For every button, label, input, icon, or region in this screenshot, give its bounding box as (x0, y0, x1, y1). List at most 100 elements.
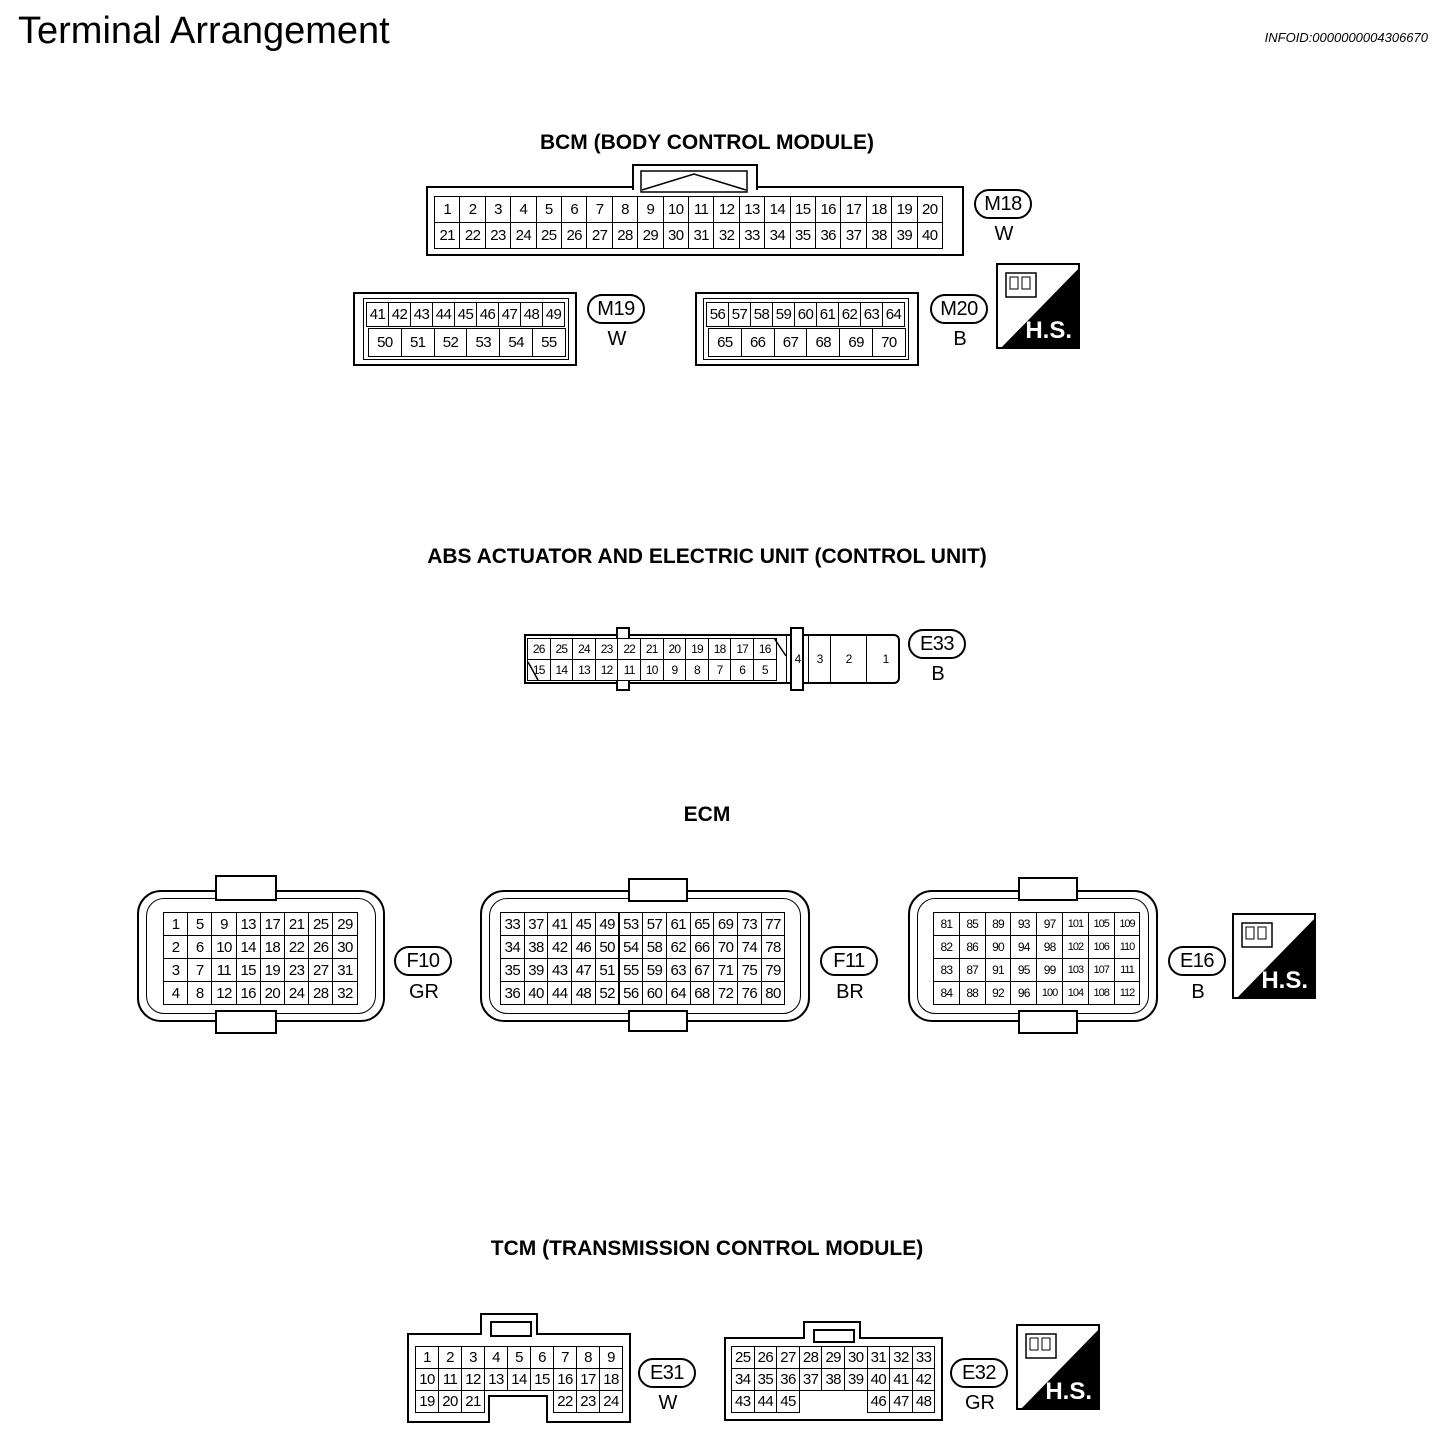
hs-symbol: H.S. (996, 263, 1080, 349)
pin-e32-46: 46 (866, 1390, 891, 1413)
pin-e16-109: 109 (1113, 912, 1141, 936)
pin-f10-23: 23 (284, 958, 310, 982)
pin-f10-30: 30 (332, 935, 358, 959)
connector-e32-color: GR (965, 1392, 995, 1414)
pin-f10-16: 16 (235, 981, 261, 1005)
pin-m18-18: 18 (865, 196, 893, 223)
pin-e32-36: 36 (776, 1368, 800, 1391)
pin-m18-12: 12 (713, 196, 740, 223)
pin-m19-44: 44 (432, 302, 455, 327)
pin-e31-23: 23 (576, 1390, 600, 1413)
pin-f10-4: 4 (163, 981, 189, 1005)
pin-f10-17: 17 (259, 912, 285, 936)
pin-e32-44: 44 (753, 1390, 778, 1413)
pin-m20-66: 66 (740, 328, 775, 357)
pin-e32-31: 31 (866, 1346, 891, 1369)
pin-f11-46: 46 (571, 935, 596, 959)
pin-e16-101: 101 (1062, 912, 1089, 936)
pin-e31-15: 15 (530, 1368, 554, 1391)
pin-f11-42: 42 (547, 935, 573, 959)
info-id: INFOID:0000000004306670 (1264, 30, 1428, 45)
connector-f10-latch-bottom (215, 1010, 277, 1034)
pin-f11-67: 67 (689, 958, 715, 982)
connector-f10-color: GR (409, 981, 439, 1003)
pin-e32-39: 39 (844, 1368, 868, 1391)
section-title-ecm: ECM (683, 803, 731, 826)
connector-e33-slash-marks (527, 637, 787, 681)
pin-m20-70: 70 (872, 328, 906, 357)
connector-e31-color: W (658, 1392, 678, 1414)
hs-label: H.S. (1025, 317, 1072, 344)
pin-m20-64: 64 (882, 302, 905, 327)
pin-f10-5: 5 (187, 912, 213, 936)
pin-f11-80: 80 (760, 981, 786, 1005)
pin-e16-86: 86 (958, 935, 986, 959)
pin-f11-58: 58 (642, 935, 667, 959)
pin-e16-104: 104 (1062, 981, 1089, 1005)
pin-e33-12: 12 (594, 659, 619, 681)
pin-m18-21: 21 (434, 222, 461, 249)
pin-m18-11: 11 (688, 196, 715, 223)
pin-f11-60: 60 (642, 981, 667, 1005)
pin-m18-4: 4 (510, 196, 537, 223)
pin-m18-29: 29 (637, 222, 664, 249)
pin-f11-77: 77 (760, 912, 786, 936)
pin-f11-63: 63 (665, 958, 691, 982)
pin-e16-94: 94 (1010, 935, 1038, 959)
pin-e16-88: 88 (958, 981, 986, 1005)
pin-e16-112: 112 (1113, 981, 1141, 1005)
pin-e31-4: 4 (484, 1346, 508, 1369)
pin-e31-16: 16 (553, 1368, 577, 1391)
pin-f11-43: 43 (547, 958, 573, 982)
pin-e31-3: 3 (461, 1346, 485, 1369)
connector-e33-color: B (931, 663, 945, 685)
pin-e31-6: 6 (530, 1346, 554, 1369)
pin-f11-54: 54 (618, 935, 644, 959)
pin-m18-31: 31 (688, 222, 715, 249)
connector-f10-id: F10 (394, 946, 452, 976)
pin-e16-83: 83 (933, 958, 960, 982)
pin-e31-12: 12 (461, 1368, 485, 1391)
pin-f10-24: 24 (284, 981, 310, 1005)
pin-m18-17: 17 (840, 196, 867, 223)
pin-e32-33: 33 (911, 1346, 936, 1369)
pin-f10-20: 20 (259, 981, 285, 1005)
pin-e16-91: 91 (984, 958, 1012, 982)
connector-m19-id: M19 (587, 294, 645, 324)
hs-label: H.S. (1045, 1378, 1092, 1405)
pin-e33-18: 18 (707, 638, 732, 660)
pin-m18-24: 24 (510, 222, 537, 249)
pin-e16-93: 93 (1010, 912, 1038, 936)
connector-m18-id: M18 (974, 189, 1032, 219)
pin-m20-65: 65 (708, 328, 742, 357)
pin-e16-99: 99 (1036, 958, 1063, 982)
connector-m18-color: W (994, 223, 1014, 245)
pin-f10-29: 29 (332, 912, 358, 936)
pin-f10-22: 22 (284, 935, 310, 959)
pin-e31-11: 11 (438, 1368, 462, 1391)
connector-e32-id: E32 (950, 1358, 1008, 1388)
pin-m20-61: 61 (816, 302, 839, 327)
section-title-bcm: BCM (BODY CONTROL MODULE) (539, 131, 875, 154)
pin-e31-21: 21 (461, 1390, 485, 1413)
pin-m18-35: 35 (789, 222, 816, 249)
pin-e31-20: 20 (438, 1390, 462, 1413)
pin-e33-15: 15 (527, 659, 551, 681)
pin-f11-68: 68 (689, 981, 715, 1005)
pin-e33-2: 2 (830, 636, 866, 682)
pin-f11-62: 62 (665, 935, 691, 959)
pin-e31-24: 24 (599, 1390, 623, 1413)
connector-f11-id: F11 (820, 946, 878, 976)
pin-e32-43: 43 (731, 1390, 755, 1413)
pin-e31-7: 7 (553, 1346, 577, 1369)
pin-f10-21: 21 (284, 912, 310, 936)
pin-m19-42: 42 (388, 302, 411, 327)
pin-f10-32: 32 (332, 981, 358, 1005)
pin-m20-58: 58 (750, 302, 773, 327)
pin-f11-40: 40 (523, 981, 549, 1005)
pin-f11-65: 65 (689, 912, 715, 936)
pin-e16-92: 92 (984, 981, 1012, 1005)
pin-m18-27: 27 (586, 222, 613, 249)
connector-m18-latch (632, 164, 758, 190)
pin-f11-70: 70 (713, 935, 738, 959)
